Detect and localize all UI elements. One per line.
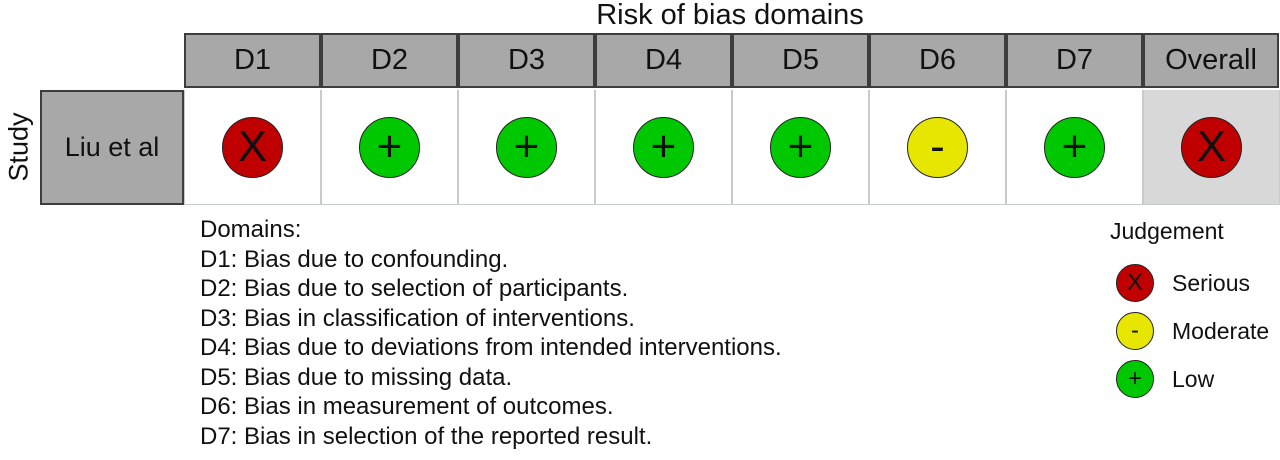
legend-title: Judgement [1110, 218, 1224, 244]
chart-title: Risk of bias domains [596, 0, 864, 31]
judgement-cell-d2: + [321, 90, 458, 205]
column-header-d1: D1 [184, 33, 321, 88]
domain-description: D2: Bias due to selection of participant… [200, 275, 629, 302]
judgement-cell-d4: + [595, 90, 732, 205]
domains-heading: Domains: [200, 216, 302, 243]
judgement-dot-low: + [359, 116, 420, 178]
study-axis-label: Study [0, 90, 38, 204]
column-header-d6: D6 [869, 33, 1006, 88]
judgement-cell-d7: + [1006, 90, 1143, 205]
column-header-d3: D3 [458, 33, 595, 88]
judgement-dot-low: + [770, 116, 831, 178]
domain-description: D3: Bias in classification of interventi… [200, 304, 635, 332]
legend-dot-serious: X [1116, 264, 1154, 302]
column-header-d4: D4 [595, 33, 732, 88]
judgement-cell-d3: + [458, 90, 595, 205]
column-header-d7: D7 [1006, 33, 1143, 88]
column-header-d2: D2 [321, 33, 458, 88]
judgement-dot-serious: X [1181, 116, 1242, 178]
legend-label: Serious [1172, 269, 1250, 296]
legend-label: Moderate [1172, 317, 1270, 344]
judgement-cell-d6: - [869, 90, 1006, 205]
legend-item-moderate: -Moderate [1110, 307, 1269, 355]
legend-item-low: + Low [1110, 355, 1269, 403]
legend-dot-moderate: - [1116, 312, 1154, 350]
legend-dot-low: + [1116, 360, 1154, 398]
domain-description: D5: Bias due to missing data. [200, 363, 513, 391]
judgement-dot-serious: X [222, 116, 283, 178]
domain-description: D4: Bias due to deviations from intended… [200, 334, 782, 361]
judgement-dot-low: + [633, 116, 694, 178]
judgement-cell-d1: X [184, 90, 321, 205]
domain-description: D6: Bias in measurement of outcomes. [200, 393, 614, 420]
judgement-cell-overall: X [1143, 90, 1280, 205]
column-header-d5: D5 [732, 33, 869, 88]
study-name-cell: Liu et al [40, 90, 184, 205]
judgement-dot-low: + [496, 116, 557, 178]
domains-legend: Domains: D1: Bias due to confounding. D2… [200, 215, 782, 451]
judgement-cell-d5: + [732, 90, 869, 205]
domain-description: D1: Bias due to confounding. [200, 245, 509, 273]
judgement-dot-low: + [1044, 116, 1105, 178]
study-axis-label-text: Study [3, 112, 34, 182]
legend-item-serious: X Serious [1110, 259, 1269, 307]
legend-label: Low [1172, 365, 1215, 392]
judgement-dot-moderate: - [907, 116, 968, 178]
domain-description: D7: Bias in selection of the reported re… [200, 422, 653, 450]
column-header-overall: Overall [1143, 33, 1279, 88]
